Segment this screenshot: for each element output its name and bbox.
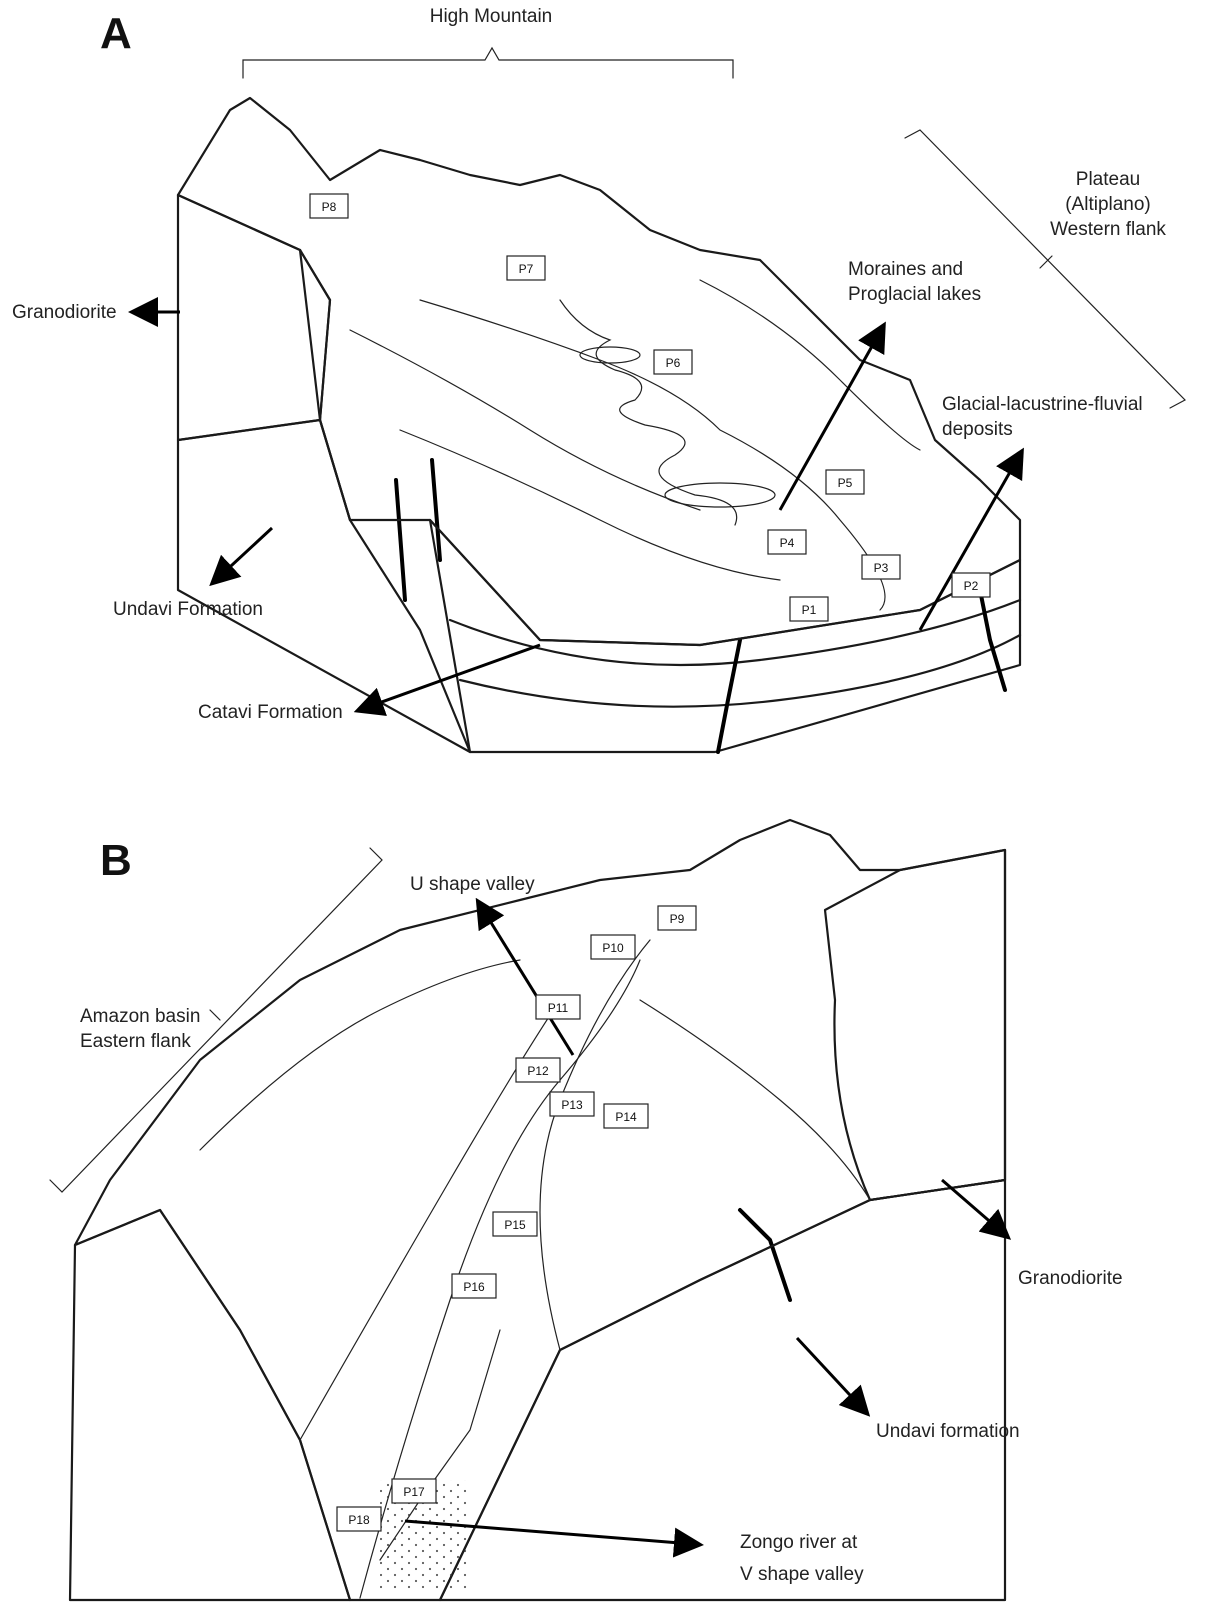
- svg-text:P18: P18: [348, 1513, 370, 1527]
- svg-text:P3: P3: [874, 561, 889, 575]
- svg-text:P12: P12: [527, 1064, 549, 1078]
- point-p1: P1: [790, 597, 828, 621]
- point-p9: P9: [658, 906, 696, 930]
- point-p17: P17: [392, 1479, 436, 1503]
- granodiorite-label-a: Granodiorite: [12, 302, 117, 323]
- svg-text:P10: P10: [602, 941, 624, 955]
- point-p16: P16: [452, 1274, 496, 1298]
- u-valley-arrow: [482, 908, 573, 1055]
- svg-text:P16: P16: [463, 1280, 485, 1294]
- granodiorite-face-b: [825, 850, 1005, 1200]
- zongo-label-2: V shape valley: [740, 1564, 864, 1585]
- fault-b: [740, 1210, 790, 1300]
- svg-text:P17: P17: [403, 1485, 425, 1499]
- undavi-arrow-a: [218, 528, 272, 578]
- deposits-label-2: deposits: [942, 419, 1013, 440]
- point-p12: P12: [516, 1058, 560, 1082]
- proglacial-lake-small-a: [580, 347, 640, 363]
- high-mountain-label: High Mountain: [430, 6, 553, 27]
- point-p8: P8: [310, 194, 348, 218]
- point-p13: P13: [550, 1092, 594, 1116]
- svg-text:P8: P8: [322, 200, 337, 214]
- svg-text:P9: P9: [670, 912, 685, 926]
- u-valley-label: U shape valley: [410, 874, 535, 895]
- svg-text:P6: P6: [666, 356, 681, 370]
- point-p15: P15: [493, 1212, 537, 1236]
- undavi-arrow-b: [797, 1338, 862, 1408]
- amazon-bracket-tick: [210, 1010, 220, 1020]
- point-p11: P11: [536, 995, 580, 1019]
- svg-text:P5: P5: [838, 476, 853, 490]
- undavi-left-face-b: [70, 1210, 350, 1600]
- point-p6: P6: [654, 350, 692, 374]
- panel-b: B Amazon basin Eastern flank U shape val…: [50, 820, 1123, 1600]
- undavi-label-b: Undavi formation: [876, 1421, 1020, 1442]
- svg-text:P14: P14: [615, 1110, 637, 1124]
- ridge-line-a-3: [700, 280, 920, 450]
- ridge-line-b-1: [200, 960, 520, 1150]
- svg-text:P4: P4: [780, 536, 795, 550]
- point-p10: P10: [591, 935, 635, 959]
- amazon-label-2: Eastern flank: [80, 1031, 191, 1052]
- deposits-label-1: Glacial-lacustrine-fluvial: [942, 394, 1143, 415]
- catavi-label-a: Catavi Formation: [198, 702, 343, 723]
- deposits-arrow: [920, 458, 1018, 630]
- point-p3: P3: [862, 555, 900, 579]
- point-p5: P5: [826, 470, 864, 494]
- svg-text:P11: P11: [548, 1001, 569, 1015]
- zongo-label-1: Zongo river at: [740, 1532, 858, 1553]
- point-p7: P7: [507, 256, 545, 280]
- moraines-label-1: Moraines and: [848, 259, 963, 280]
- point-p4: P4: [768, 530, 806, 554]
- plateau-label-1: Plateau: [1076, 169, 1140, 190]
- panel-a-letter: A: [100, 9, 132, 58]
- point-p18: P18: [337, 1507, 381, 1531]
- ridge-line-a-1: [350, 330, 700, 510]
- valley-floor-a: [420, 300, 885, 610]
- svg-text:P2: P2: [964, 579, 979, 593]
- svg-text:P1: P1: [802, 603, 817, 617]
- plateau-label-3: Western flank: [1050, 219, 1166, 240]
- high-mountain-bracket: [243, 48, 733, 78]
- point-p2: P2: [952, 573, 990, 597]
- amazon-label-1: Amazon basin: [80, 1006, 200, 1027]
- ridge-line-a-2: [400, 430, 780, 580]
- granodiorite-arrow-b: [942, 1180, 1002, 1232]
- svg-text:P7: P7: [519, 262, 534, 276]
- fault-a-left: [396, 480, 405, 600]
- fault-a-front: [718, 640, 740, 752]
- point-p14: P14: [604, 1104, 648, 1128]
- moraines-label-2: Proglacial lakes: [848, 284, 981, 305]
- plateau-label-2: (Altiplano): [1065, 194, 1151, 215]
- undavi-right-face-b: [440, 1180, 1005, 1600]
- granodiorite-label-b: Granodiorite: [1018, 1268, 1123, 1289]
- svg-text:P15: P15: [504, 1218, 526, 1232]
- panel-b-letter: B: [100, 836, 132, 885]
- svg-text:P13: P13: [561, 1098, 583, 1112]
- undavi-label-a: Undavi Formation: [113, 599, 263, 620]
- panel-a: A High Mountain Plateau (Altiplano) West…: [12, 6, 1185, 752]
